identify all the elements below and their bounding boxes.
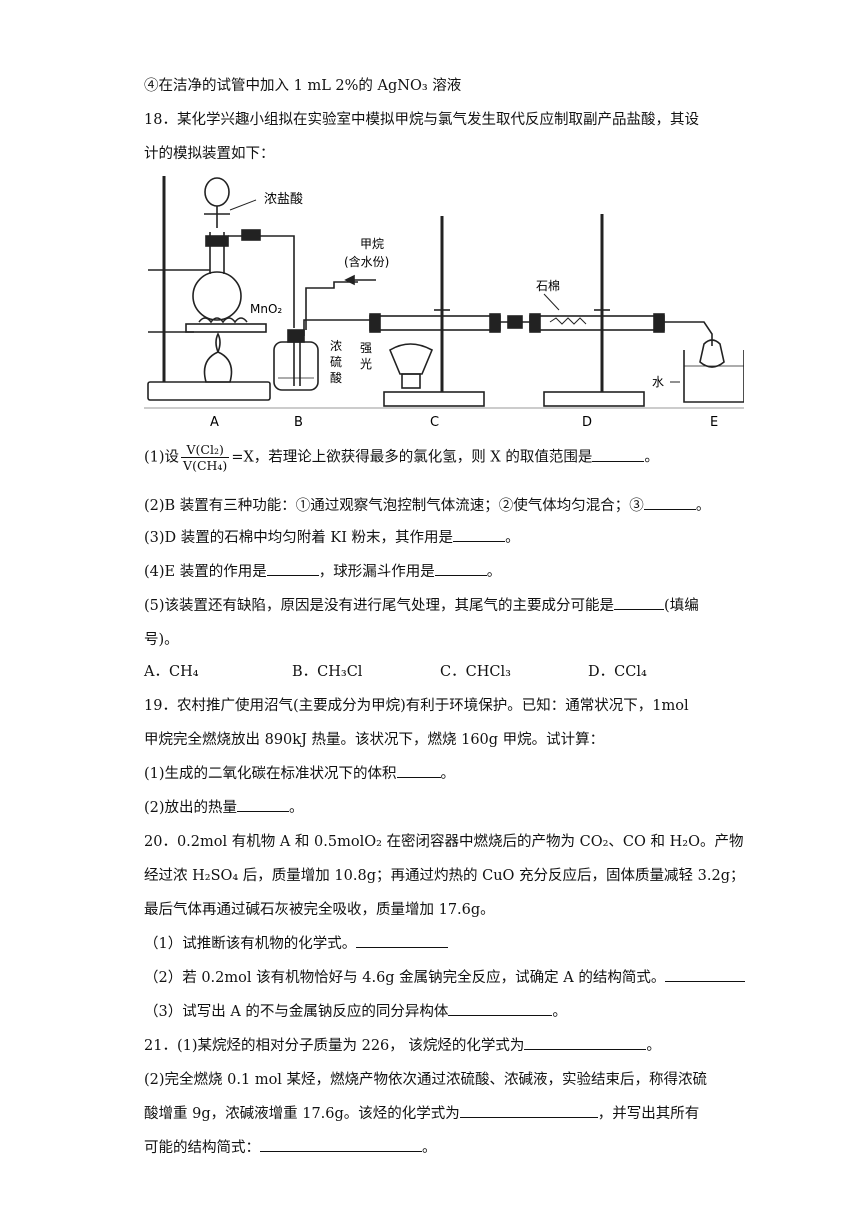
label-c: C: [430, 415, 439, 430]
question-20-2: （2）若 0.2mol 该有机物恰好与 4.6g 金属钠完全反应，试确定 A 的…: [144, 966, 746, 987]
label-conc-h2so4: 硫: [330, 354, 342, 369]
question-19-line: 甲烷完全燃烧放出 890kJ 热量。该状况下，燃烧 160g 甲烷。试计算：: [144, 732, 605, 748]
label-conc-hcl: 浓盐酸: [264, 192, 303, 207]
question-19-2: (2)放出的热量。: [144, 796, 304, 817]
label-asbestos: 石棉: [536, 279, 560, 293]
question-20-line: 经过浓 H₂SO₄ 后，质量增加 10.8g；再通过灼热的 CuO 充分反应后，…: [144, 868, 745, 884]
option-a[interactable]: A．CH₄: [144, 664, 199, 680]
answer-blank[interactable]: [237, 797, 290, 812]
question-18-5: (5)该装置还有缺陷，原因是没有进行尾气处理，其尾气的主要成分可能是(填编: [144, 594, 699, 615]
option-d[interactable]: D．CCl₄: [588, 664, 647, 680]
answer-blank[interactable]: [266, 561, 319, 576]
answer-blank[interactable]: [592, 447, 645, 462]
question-20-3: （3）试写出 A 的不与金属钠反应的同分异构体。: [144, 1000, 567, 1021]
label-strong-light: 强: [360, 341, 372, 355]
option-row: A．CH₄ B．CH₃Cl C．CHCl₃ D．CCl₄: [144, 660, 736, 681]
question-18-line: 计的模拟装置如下：: [144, 146, 275, 162]
question-19-line: 19．农村推广使用沼气(主要成分为甲烷)有利于环境保护。已知：通常状况下，1mo…: [144, 698, 689, 714]
option-b[interactable]: B．CH₃Cl: [292, 664, 363, 680]
answer-blank[interactable]: [643, 495, 696, 510]
label-a: A: [210, 415, 219, 430]
question-18-3: (3)D 装置的石棉中均匀附着 KI 粉末，其作用是。: [144, 526, 520, 547]
label-b: B: [294, 415, 303, 430]
text-line: ④在洁净的试管中加入 1 mL 2%的 AgNO₃ 溶液: [144, 78, 462, 94]
question-18-2: (2)B 装置有三种功能：①通过观察气泡控制气体流速；②使气体均匀混合；③。: [144, 494, 710, 515]
question-19-1: (1)生成的二氧化碳在标准状况下的体积。: [144, 762, 455, 783]
answer-blank[interactable]: [448, 1001, 553, 1016]
label-mno2: MnO₂: [250, 302, 282, 316]
question-18-5: 号)。: [144, 632, 179, 648]
question-20-line: 20．0.2mol 有机物 A 和 0.5molO₂ 在密闭容器中燃烧后的产物为…: [144, 834, 744, 850]
question-18-line: 18．某化学兴趣小组拟在实验室中模拟甲烷与氯气发生取代反应制取副产品盐酸，其设: [144, 112, 699, 128]
answer-blank[interactable]: [453, 527, 506, 542]
question-21-1: 21．(1)某烷烃的相对分子质量为 226， 该烷烃的化学式为。: [144, 1034, 661, 1055]
answer-blank[interactable]: [524, 1035, 647, 1050]
answer-blank[interactable]: [260, 1137, 422, 1152]
answer-blank[interactable]: [356, 933, 449, 948]
label-methane: 甲烷: [360, 237, 384, 251]
question-21-2: (2)完全燃烧 0.1 mol 某烃，燃烧产物依次通过浓硫酸、浓碱液，实验结束后…: [144, 1072, 708, 1088]
label-water: 水: [652, 375, 664, 389]
question-21-2: 酸增重 9g，浓碱液增重 17.6g。该烃的化学式为，并写出其所有: [144, 1102, 699, 1123]
label-methane-note: (含水份): [344, 254, 389, 269]
label-d: D: [582, 415, 592, 430]
label-e: E: [710, 415, 718, 430]
question-20-1: （1）试推断该有机物的化学式。: [144, 932, 449, 953]
answer-blank[interactable]: [665, 967, 746, 982]
answer-blank[interactable]: [614, 595, 665, 610]
question-21-2: 可能的结构简式：。: [144, 1136, 437, 1157]
answer-blank[interactable]: [434, 561, 487, 576]
question-18-4: (4)E 装置的作用是，球形漏斗作用是。: [144, 560, 501, 581]
apparatus-diagram: 浓盐酸 MnO₂ 甲烷 (含水份) 浓 硫 酸 强 光 石棉 水 A B C D…: [144, 176, 744, 430]
label-conc-h2so4: 酸: [330, 370, 342, 385]
label-conc-h2so4: 浓: [330, 339, 342, 353]
question-20-line: 最后气体再通过碱石灰被完全吸收，质量增加 17.6g。: [144, 902, 495, 918]
answer-blank[interactable]: [459, 1103, 598, 1118]
fraction: V(Cl₂)V(CH₄): [181, 442, 230, 473]
label-strong-light: 光: [360, 357, 372, 371]
answer-blank[interactable]: [396, 763, 441, 778]
option-c[interactable]: C．CHCl₃: [440, 664, 511, 680]
